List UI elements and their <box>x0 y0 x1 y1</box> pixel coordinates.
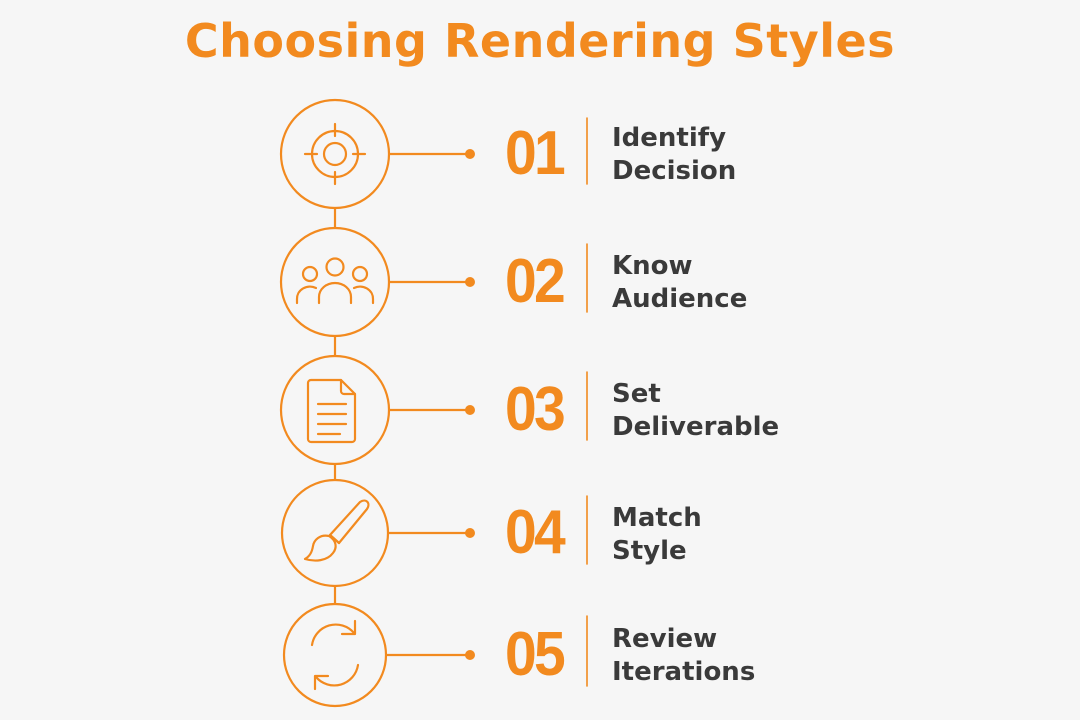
step-1-circle <box>279 98 391 210</box>
step-5-number: 05 <box>505 620 566 689</box>
step-2-label: Know Audience <box>612 250 747 316</box>
step-3-number: 03 <box>505 375 566 444</box>
step-5-label-line1: Review <box>612 624 718 654</box>
step-5-circle <box>282 602 388 708</box>
step-3-label: Set Deliverable <box>612 378 779 444</box>
step-1-label-line1: Identify <box>612 123 727 153</box>
step-1-dot <box>465 149 475 159</box>
step-2-label-line1: Know <box>612 251 693 281</box>
step-2-label-line2: Audience <box>612 284 748 314</box>
step-5-label-line2: Iterations <box>612 657 756 687</box>
step-5-dot <box>465 650 475 660</box>
step-4-circle <box>280 478 390 588</box>
step-1-label-line2: Decision <box>612 156 737 186</box>
page-title: Choosing Rendering Styles <box>184 14 896 68</box>
step-4-label-line1: Match <box>612 503 702 533</box>
people-icon <box>295 257 375 305</box>
step-3-label-line2: Deliverable <box>612 412 780 442</box>
refresh-icon <box>310 619 360 691</box>
step-2-dot <box>465 277 475 287</box>
step-2-number: 02 <box>505 247 566 316</box>
target-icon <box>303 122 367 186</box>
step-4-number: 04 <box>505 498 566 567</box>
step-1-label: Identify Decision <box>612 122 736 188</box>
step-5-label: Review Iterations <box>612 623 755 689</box>
step-1-number: 01 <box>505 119 566 188</box>
paintbrush-icon <box>303 499 370 562</box>
step-3-circle <box>279 354 391 466</box>
step-4-label: Match Style <box>612 502 702 568</box>
step-4-label-line2: Style <box>612 536 687 566</box>
document-icon <box>306 378 357 444</box>
step-4-dot <box>465 528 475 538</box>
step-3-label-line1: Set <box>612 379 661 409</box>
step-3-dot <box>465 405 475 415</box>
